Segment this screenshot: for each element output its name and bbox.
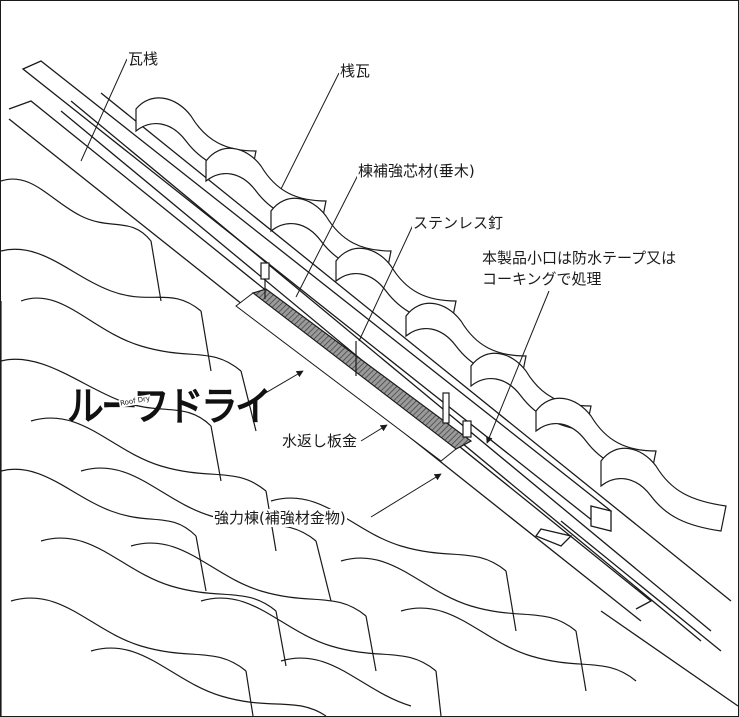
label-flashing: 水返し板金 xyxy=(281,432,359,450)
leader-lines xyxy=(80,58,550,518)
label-sangawara: 桟瓦 xyxy=(339,62,372,80)
label-edge-seal-line1: 本製品小口は防水テープ又は xyxy=(482,249,677,267)
stainless-nails xyxy=(260,262,472,438)
ridge-tiles xyxy=(135,97,727,532)
product-strip xyxy=(235,288,473,462)
label-core-rafter: 棟補強芯材(垂木) xyxy=(357,162,476,180)
roof-dry-logo: ルーフドライ xyxy=(67,384,272,430)
label-kawara-zan: 瓦桟 xyxy=(127,50,160,68)
roof-tiles-field xyxy=(1,178,637,716)
label-stainless-nail: ステンレス釘 xyxy=(412,214,505,232)
label-edge-seal: 本製品小口は防水テープ又は コーキングで処理 xyxy=(481,248,678,290)
label-bracket: 強力棟(補強材金物) xyxy=(213,509,347,527)
label-edge-seal-line2: コーキングで処理 xyxy=(482,270,602,288)
